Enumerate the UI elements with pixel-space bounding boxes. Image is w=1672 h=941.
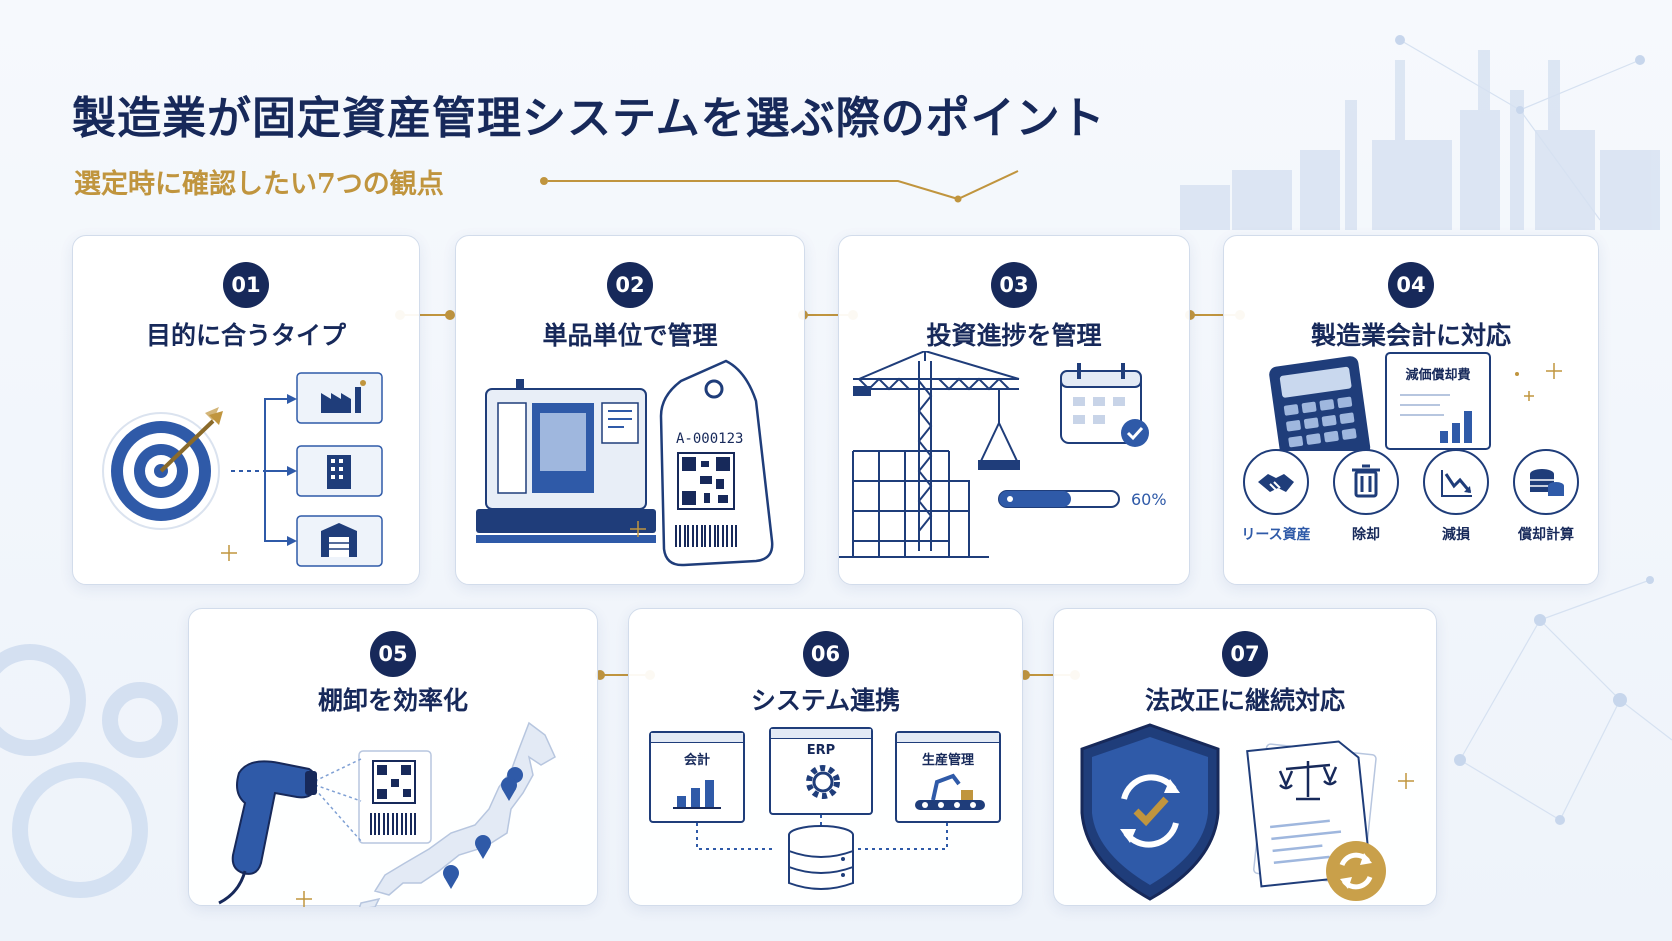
card-number: 02 <box>607 262 653 308</box>
barcode-label-icon <box>358 750 432 844</box>
branch-lines <box>231 398 291 542</box>
accounting-item-impairment: 減損 <box>1412 448 1500 544</box>
map-pins <box>443 767 524 889</box>
system-window-accounting: 会計 <box>649 731 745 823</box>
item-label: 償却計算 <box>1518 527 1574 543</box>
page-subtitle: 選定時に確認したい7つの観点 <box>74 169 444 200</box>
robot-arm-icon <box>915 773 985 810</box>
point-card-04: 04 製造業会計に対応 減価償却費 リース資産 <box>1223 235 1599 585</box>
handshake-icon <box>1243 449 1309 515</box>
card-number: 05 <box>370 631 416 677</box>
card-number: 03 <box>991 262 1037 308</box>
card-number: 06 <box>802 631 849 677</box>
asset-tag-code: A-000123 <box>676 431 743 447</box>
warehouse-icon <box>296 515 383 567</box>
item-label: リース資産 <box>1241 527 1311 543</box>
card-title: システム連携 <box>750 686 901 715</box>
machine-tag-illustration: A-000123 <box>476 359 774 567</box>
card-number: 04 <box>1388 262 1434 308</box>
progress-bar: 60% <box>998 490 1167 509</box>
point-card-07: 07 法改正に継続対応 <box>1053 608 1437 906</box>
accounting-items: リース資産 除却 減損 償却計算 <box>1232 448 1590 544</box>
subtitle-divider <box>540 170 1019 203</box>
card-number: 01 <box>223 262 269 308</box>
card-title: 投資進捗を管理 <box>926 321 1102 350</box>
point-card-02: 02 単品単位で管理 A-000123 <box>455 235 805 585</box>
calculator-icon <box>1269 356 1371 451</box>
item-label: 除却 <box>1352 527 1380 543</box>
card-title: 法改正に継続対応 <box>1144 686 1345 715</box>
card-number: 07 <box>1222 631 1268 677</box>
point-card-03: 03 投資進捗を管理 60% <box>838 235 1190 585</box>
factory-icon <box>296 372 383 424</box>
accounting-item-disposal: 除却 <box>1322 448 1410 544</box>
card-title: 製造業会計に対応 <box>1310 321 1511 350</box>
shield-check-icon <box>1080 723 1220 901</box>
japan-map-icon <box>358 721 556 907</box>
system-window-production: 生産管理 <box>895 731 1001 823</box>
barcode-scanner-icon <box>218 760 318 905</box>
refresh-icon <box>1326 841 1386 901</box>
gear-icon <box>806 765 840 799</box>
accounting-illustration: 減価償却費 <box>1269 352 1562 451</box>
machine-icon <box>476 379 656 543</box>
qr-tag-icon: A-000123 <box>659 359 774 567</box>
type-selection-illustration <box>102 372 383 567</box>
progress-label: 60% <box>1131 490 1167 509</box>
decline-chart-icon <box>1423 449 1489 515</box>
card-title: 目的に合うタイプ <box>145 321 346 350</box>
crane-icon <box>839 351 1020 558</box>
system-window-erp: ERP <box>769 727 873 815</box>
building-icon <box>296 445 383 497</box>
accounting-item-depreciation: 償却計算 <box>1502 448 1590 544</box>
accounting-item-lease: リース資産 <box>1232 448 1320 544</box>
point-card-01: 01 目的に合うタイプ <box>72 235 420 585</box>
target-icon <box>102 407 223 530</box>
system-label: ERP <box>806 743 836 758</box>
depreciation-document-icon: 減価償却費 <box>1385 352 1491 450</box>
scan-beams <box>314 758 362 842</box>
factory-skyline-icon <box>1180 50 1660 230</box>
network-dots <box>1395 35 1654 825</box>
point-card-05: 05 棚卸を効率化 <box>188 608 598 907</box>
calendar-icon <box>1060 363 1149 447</box>
inventory-illustration <box>218 721 556 907</box>
investment-progress-illustration: 60% <box>839 351 1167 558</box>
coins-icon <box>1513 449 1579 515</box>
doc-label: 減価償却費 <box>1405 367 1470 383</box>
system-label: 生産管理 <box>921 753 974 768</box>
page-title: 製造業が固定資産管理システムを選ぶ際のポイント <box>72 93 1106 144</box>
gear-decoration-icon <box>0 644 178 898</box>
system-label: 会計 <box>683 753 710 768</box>
integration-lines <box>696 815 948 890</box>
database-icon <box>788 825 854 890</box>
point-card-06: 06 システム連携 会計 ERP 生産管理 <box>628 608 1023 906</box>
bar-chart-icon <box>673 780 721 809</box>
trash-icon <box>1333 449 1399 515</box>
compliance-illustration <box>1080 723 1414 901</box>
card-title: 単品単位で管理 <box>542 321 718 350</box>
item-label: 減損 <box>1442 527 1470 543</box>
card-title: 棚卸を効率化 <box>317 686 468 715</box>
